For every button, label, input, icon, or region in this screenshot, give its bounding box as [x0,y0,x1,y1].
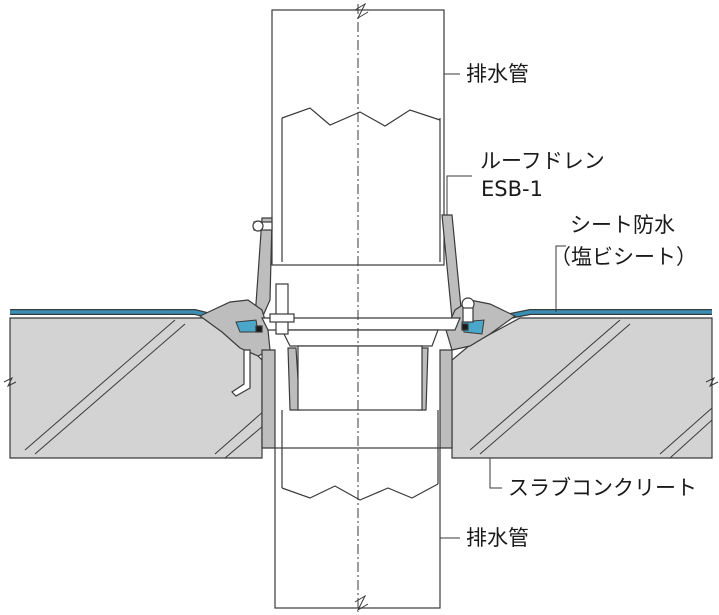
label-slab: スラブコンクリート [508,476,697,500]
label-roof-drain-model: ESB-1 [481,177,543,201]
bolts [231,220,475,397]
label-sheet-material: （塩ビシート） [550,245,697,269]
label-sheet-waterproof: シート防水 [570,213,675,237]
label-roof-drain: ルーフドレン [480,149,605,173]
label-pipe-bottom: 排水管 [466,526,529,550]
clamp-ring [261,317,461,411]
leader-lines [440,73,566,539]
slab-concrete [3,317,719,459]
label-pipe-top: 排水管 [466,62,529,86]
